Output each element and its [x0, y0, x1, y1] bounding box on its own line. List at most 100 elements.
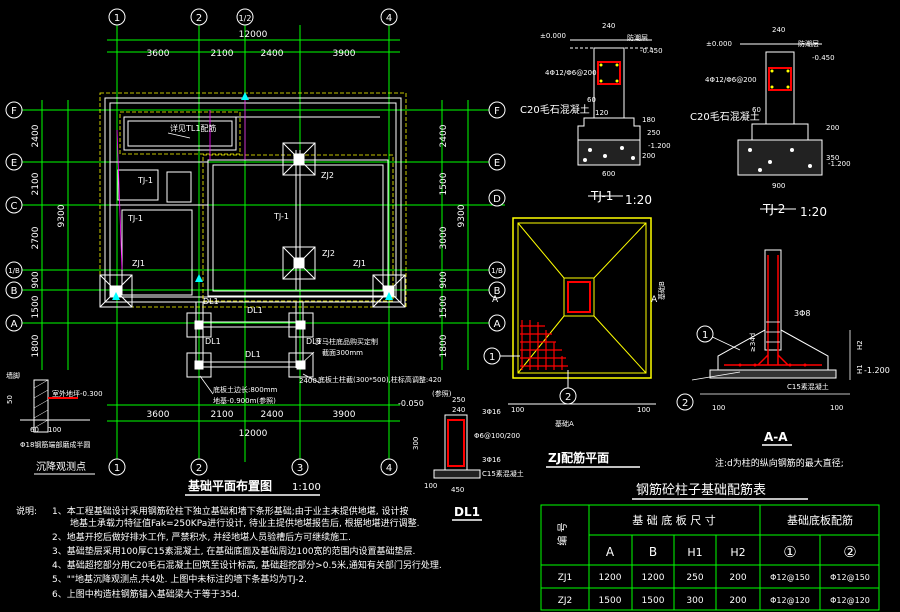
svg-text:240: 240: [772, 26, 785, 34]
svg-text:600: 600: [602, 170, 615, 178]
settle-rebar: Φ18钢筋端部磨成半圆: [20, 440, 90, 449]
svg-text:B: B: [649, 545, 657, 559]
dim-bottom-2: 2100: [211, 410, 234, 420]
svg-text:②: ②: [843, 543, 856, 561]
label-zj1-a: ZJ1: [132, 259, 145, 268]
plan-footing-outline: [99, 92, 407, 308]
aa-mark1: 1: [702, 330, 708, 341]
table-r2-code: ZJ2: [558, 596, 573, 606]
axis-left-C: C: [11, 201, 18, 212]
svg-text:120: 120: [595, 109, 608, 117]
note-3: 3、基础垫层采用100厚C15素混凝土, 在基础底面及基础周边100宽的范围内设…: [52, 545, 415, 557]
svg-text:C20毛石混凝土: C20毛石混凝土: [690, 110, 760, 123]
svg-text:-1.200: -1.200: [648, 142, 671, 150]
axis-labels: 1 2 1/2 4 1 2 3 4 F E C 1/B B A F E D 1/…: [8, 13, 503, 474]
table-h-code: 编 号: [556, 522, 569, 545]
svg-text:300: 300: [412, 437, 420, 450]
axis-bottom-2: 2: [196, 463, 202, 474]
plan-column-footings: [99, 92, 406, 378]
dim-top-1: 3600: [147, 49, 170, 59]
axis-bottom-1: 1: [114, 463, 120, 474]
svg-text:2400: 2400: [439, 124, 449, 147]
svg-text:50: 50: [6, 395, 14, 404]
svg-text:9300: 9300: [57, 204, 67, 227]
svg-text:±0.000: ±0.000: [706, 40, 732, 48]
svg-text:2100: 2100: [31, 172, 41, 195]
svg-text:2700: 2700: [31, 226, 41, 249]
svg-text:3000: 3000: [439, 226, 449, 249]
plan-labels: 详见TL1配筋 TJ-1 TJ-1 TJ-1 ZJ1 ZJ1 ZJ2 ZJ2 D…: [127, 123, 452, 408]
svg-text:A: A: [492, 295, 499, 305]
svg-text:100: 100: [424, 482, 437, 490]
label-dl1-a: DL1: [203, 297, 219, 306]
plan-title-text: 基础平面布置图: [187, 478, 272, 493]
axis-left-A: A: [11, 319, 18, 330]
svg-text:100: 100: [637, 406, 650, 414]
svg-text:1800: 1800: [31, 334, 41, 357]
label-tj1-b: TJ-1: [127, 214, 143, 223]
note-1: 1、本工程基础设计采用钢筋砼柱下独立基础和墙下条形基础;由于业主未提供地堪, 设…: [52, 505, 408, 517]
svg-text:A: A: [651, 295, 658, 305]
svg-text:9300: 9300: [457, 204, 467, 227]
svg-text:100: 100: [511, 406, 524, 414]
settle-title: 沉降观测点: [36, 460, 86, 473]
dim-bottom-3: 2400: [261, 410, 284, 420]
aa-section: 1 2 3Φ8 ≥34d H2 H1 -1.200 C15素混凝土 100 10…: [676, 249, 890, 469]
label-zj2-a: ZJ2: [321, 171, 334, 180]
zj-rebar-plan: 1 2 A A 基础B 基础A 100 100 ZJ配筋平面: [483, 217, 666, 468]
svg-text:-0.450: -0.450: [640, 47, 663, 55]
svg-text:1200: 1200: [599, 573, 622, 583]
svg-text:1500: 1500: [439, 295, 449, 318]
settle-d1: 60: [30, 426, 39, 434]
label-tl1: 详见TL1配筋: [170, 123, 216, 133]
label-pipe2: 截面300mm: [322, 348, 363, 357]
svg-text:H1: H1: [856, 364, 864, 374]
svg-text:3Φ16: 3Φ16: [482, 456, 501, 464]
plan-leaders: [167, 132, 321, 395]
label-tj1-c: TJ-1: [273, 212, 289, 221]
plan-scale: 1:100: [292, 482, 321, 493]
dim-total-bottom: 12000: [239, 429, 268, 439]
label-dl1-e: DL1: [245, 350, 261, 359]
axis-left-E: E: [11, 158, 17, 169]
svg-text:60: 60: [752, 106, 761, 114]
svg-text:A: A: [606, 545, 615, 559]
axis-right-B: B: [494, 286, 501, 297]
svg-text:4Φ12/Φ6@200: 4Φ12/Φ6@200: [705, 76, 757, 84]
svg-text:200: 200: [729, 596, 746, 606]
dim-bottom-4: 3900: [333, 410, 356, 420]
notes: 说明: 1、本工程基础设计采用钢筋砼柱下独立基础和墙下条形基础;由于业主未提供地…: [16, 505, 442, 600]
svg-text:1200: 1200: [642, 573, 665, 583]
svg-text:300: 300: [686, 596, 703, 606]
dl1-title: DL1: [454, 505, 480, 519]
aa-stirrup: 3Φ8: [794, 309, 810, 318]
svg-text:1500: 1500: [439, 172, 449, 195]
svg-text:100: 100: [830, 404, 843, 412]
svg-text:Φ12@150: Φ12@150: [770, 573, 810, 582]
axis-top-2: 2: [196, 13, 202, 24]
label-pile2: 地基-0.900m(参照): [213, 396, 276, 405]
note-1b: 地基土承载力特征值Fak=250KPa进行设计, 待业主提供地堪报告后, 根据地…: [70, 517, 420, 529]
svg-text:防潮层: 防潮层: [627, 33, 648, 42]
svg-text:Φ6@100/200: Φ6@100/200: [474, 432, 520, 440]
plan-hatch: [116, 100, 246, 271]
settle-ground: 室外地坪-0.300: [52, 389, 103, 398]
svg-text:-1.200: -1.200: [828, 160, 851, 168]
axis-top-1: 1: [114, 13, 120, 24]
svg-text:1500: 1500: [642, 596, 665, 606]
label-dl1-b: DL1: [247, 306, 263, 315]
svg-text:±0.000: ±0.000: [540, 32, 566, 40]
settle-d2: 100: [48, 426, 61, 434]
svg-text:240: 240: [602, 22, 615, 30]
label-col: 底板土柱截(300*500),柱标高调整:420: [318, 375, 442, 384]
svg-text:①: ①: [783, 543, 796, 561]
notes-label: 说明:: [16, 505, 37, 517]
plan-walls: [104, 97, 402, 368]
plan-title: 基础平面布置图 1:100: [185, 478, 321, 496]
label-zj1-b: ZJ1: [353, 259, 366, 268]
svg-text:4Φ12/Φ6@200: 4Φ12/Φ6@200: [545, 69, 597, 77]
svg-text:250: 250: [686, 573, 703, 583]
svg-text:基础B: 基础B: [657, 281, 666, 300]
svg-text:H1: H1: [687, 546, 702, 559]
